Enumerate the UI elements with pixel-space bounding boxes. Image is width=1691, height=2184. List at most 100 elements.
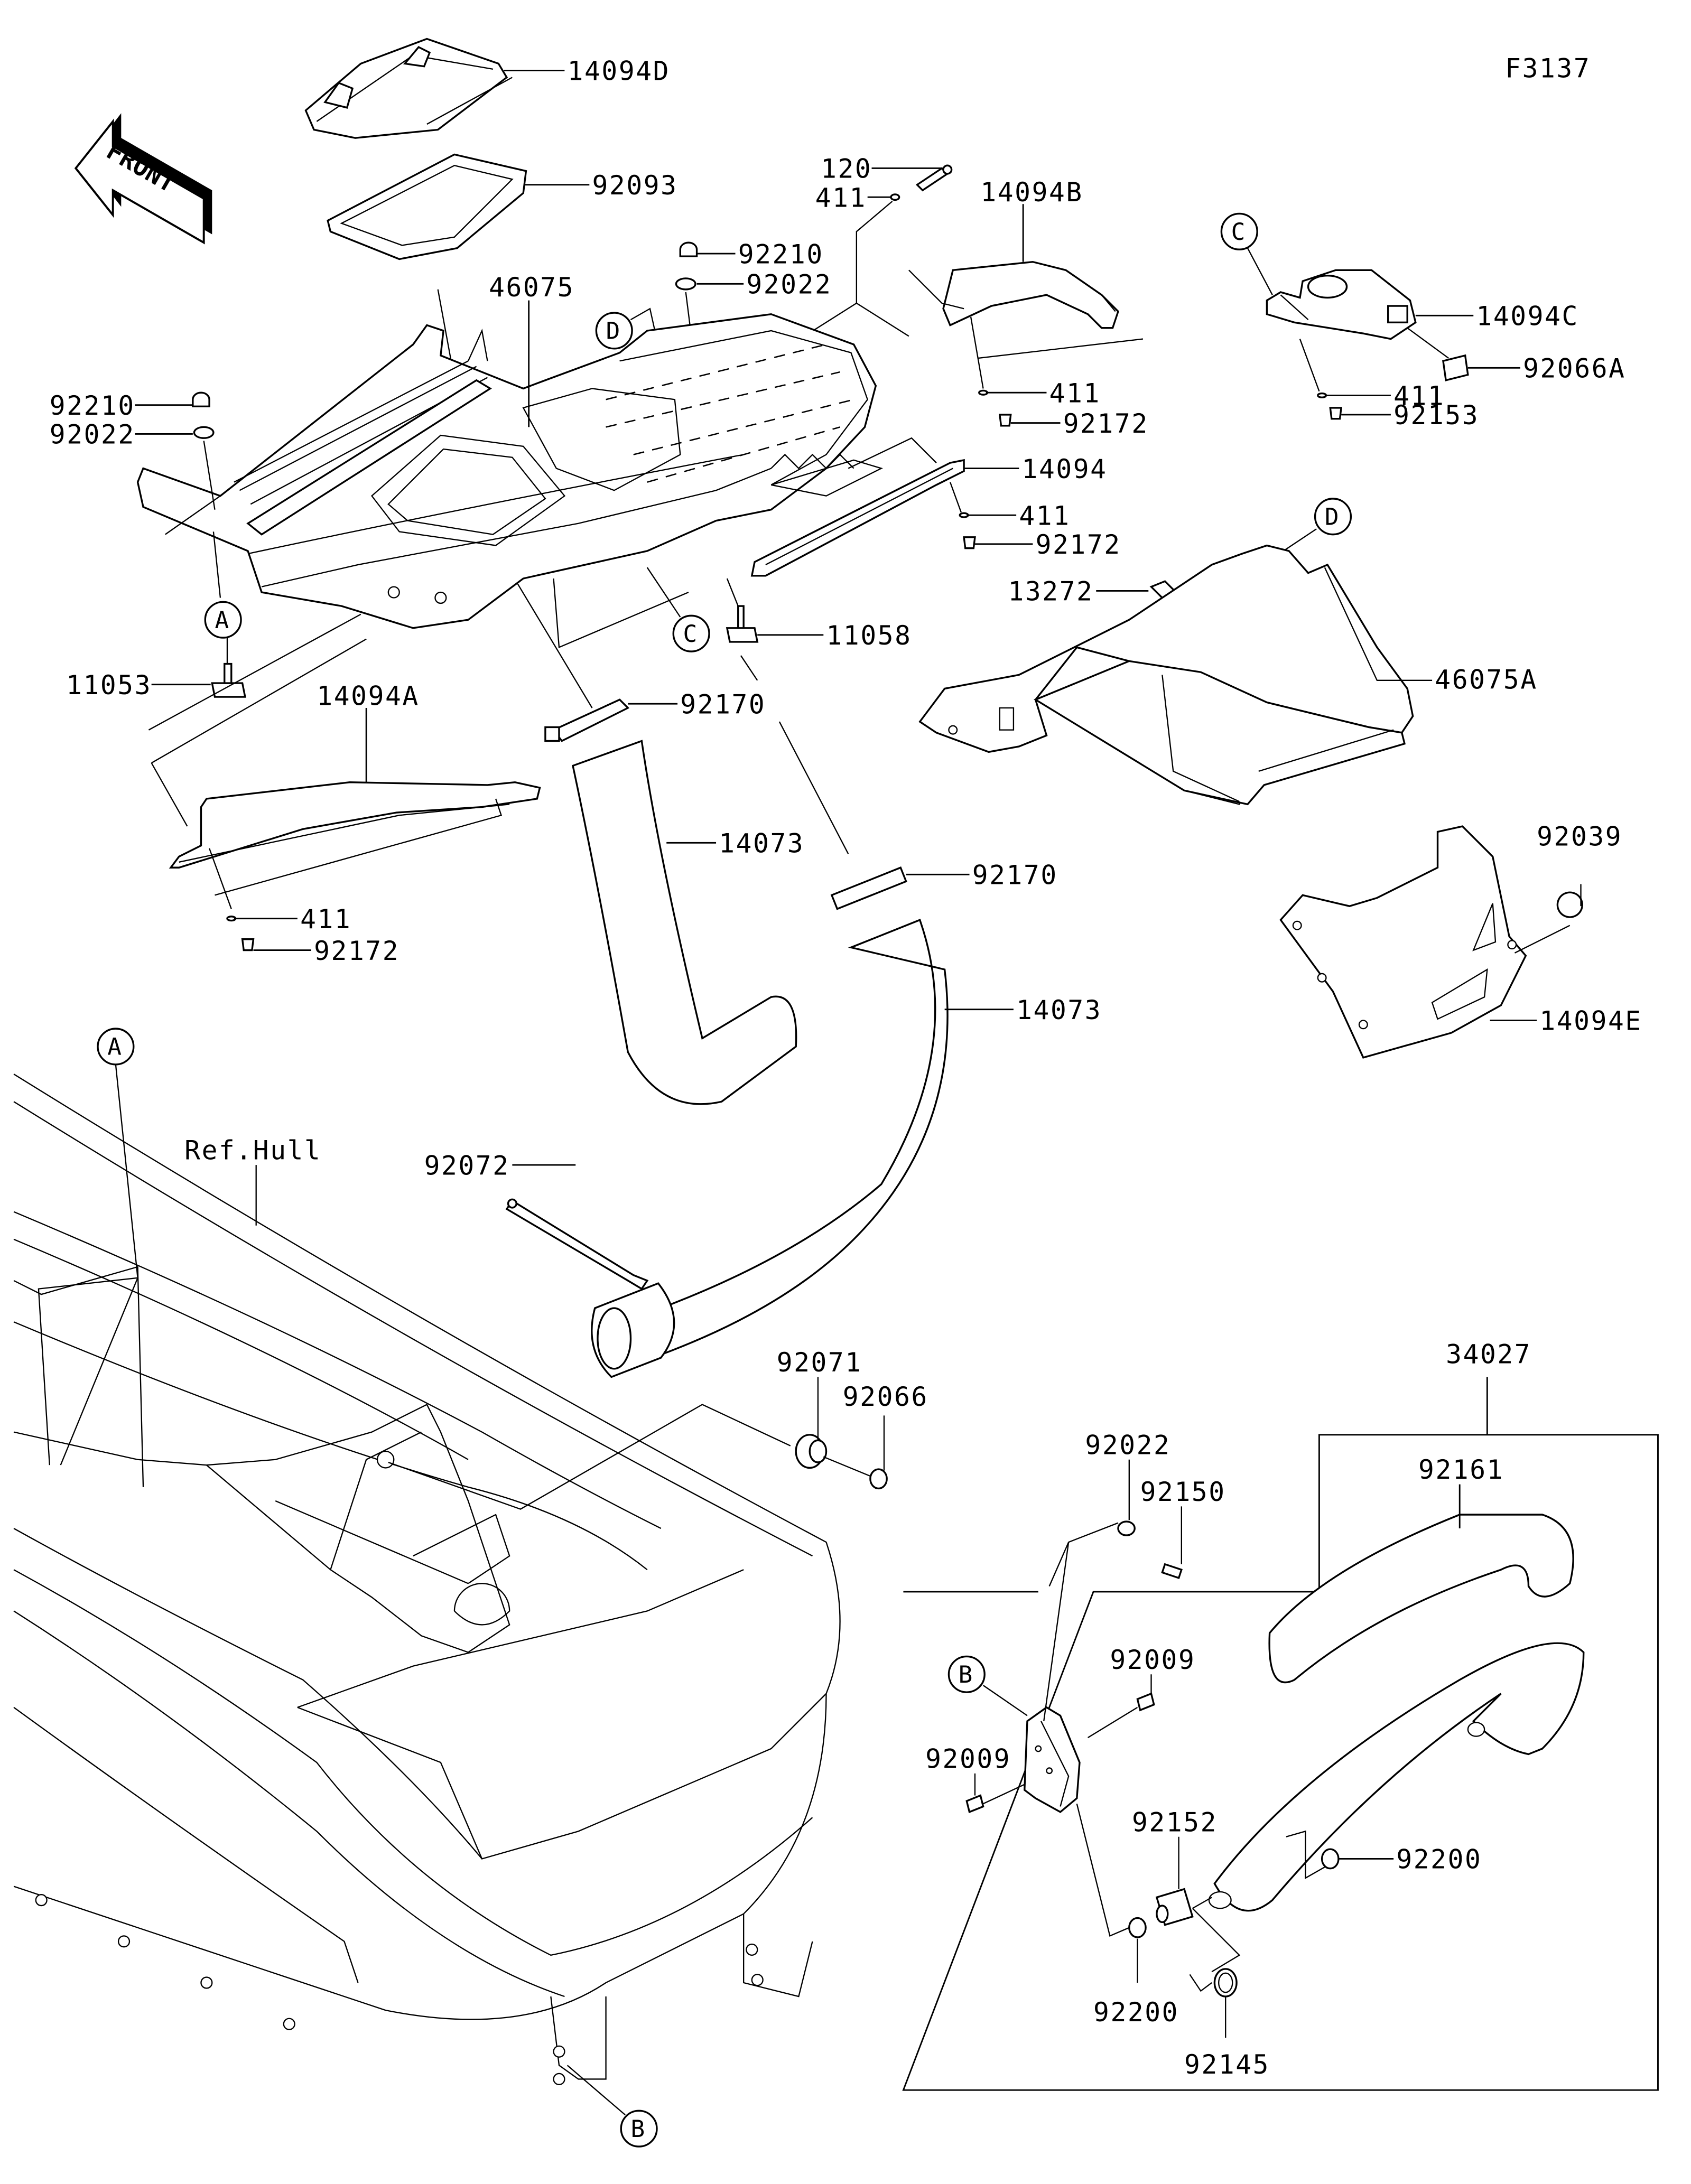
figure-code: F3137 [1505,53,1591,83]
callout-c-label: C [683,621,698,648]
callout-d-label: D [606,318,620,345]
part-label-92172-b: 92172 [1063,408,1149,439]
part-14094-trim-strip[interactable] [750,459,965,577]
part-14094B-cover[interactable] [942,260,1119,329]
part-92009-screw[interactable] [1136,1692,1155,1712]
callout-marker-d [1314,498,1352,536]
part-92093-frame[interactable] [327,153,527,260]
part-92210-nut[interactable] [192,391,210,407]
part-11058-clip-nut[interactable] [726,605,759,643]
callout-marker-b [620,2110,658,2148]
part-11053-clip-nut[interactable] [211,662,246,698]
part-14073-hose-upper[interactable] [572,740,797,1105]
part-92200-washer[interactable] [1321,1848,1340,1870]
part-92172-screw[interactable] [998,414,1012,427]
part-label-92039: 92039 [1537,822,1622,852]
part-label-411-a: 411 [300,904,351,935]
part-label-13272: 13272 [1008,576,1093,607]
part-14094E-cover[interactable] [1279,825,1527,1059]
part-bracket-b[interactable] [1024,1706,1081,1813]
callout-a-label-lower: A [107,1034,122,1061]
part-label-11053: 11053 [66,670,152,701]
part-label-411-14094: 411 [1019,500,1070,531]
part-92170-clamp[interactable] [544,698,630,742]
part-label-92145: 92145 [1184,2049,1270,2080]
part-label-14094A: 14094A [317,681,419,712]
callout-a-label: A [215,607,229,634]
part-label-46075: 46075 [489,272,574,303]
part-92172-screw[interactable] [241,938,255,951]
callout-d-label-right: D [1325,503,1339,530]
part-label-92093: 92093 [592,170,678,201]
part-92039-plug[interactable] [1556,891,1583,918]
part-label-92009-l: 92009 [925,1743,1011,1774]
part-label-34027: 34027 [1446,1339,1531,1369]
part-label-92161: 92161 [1418,1454,1504,1485]
part-14094A-cover[interactable] [169,781,541,869]
part-92066-cap[interactable] [869,1468,888,1490]
part-14073-hose-lower[interactable] [591,919,949,1378]
part-92200-washer[interactable] [1128,1917,1147,1938]
part-92210-nut[interactable] [679,241,698,257]
part-92170-clamp[interactable] [830,866,907,910]
part-label-92066: 92066 [843,1382,928,1412]
front-direction-arrow-icon: FRONT [74,113,212,245]
part-14094D-lid[interactable] [304,38,513,139]
part-label-92072: 92072 [424,1150,510,1181]
part-label-120: 120 [821,154,872,184]
part-label-14094: 14094 [1022,454,1108,484]
part-label-92172-a: 92172 [314,936,399,966]
part-92161-grab-handle[interactable] [1208,1514,1585,1912]
part-label-92022-left: 92022 [50,419,135,450]
part-label-92152: 92152 [1132,1807,1218,1837]
part-46075A-front-cover[interactable] [918,544,1414,806]
part-label-92153: 92153 [1393,400,1479,431]
part-92009-screw[interactable] [965,1794,984,1814]
part-92022-washer[interactable] [675,277,696,291]
part-label-46075A: 46075A [1435,664,1537,695]
part-label-411-c: 411 [1393,381,1445,412]
part-92071-grommet[interactable] [795,1434,828,1469]
part-92153-screw[interactable] [1329,407,1343,420]
part-label-11058: 11058 [826,620,912,651]
callout-b-label-box: B [959,1662,973,1688]
part-92022-washer[interactable] [193,426,215,439]
part-label-92210-top: 92210 [738,239,824,269]
callout-marker-b [947,1655,986,1693]
part-92066A-cap[interactable] [1442,354,1469,381]
callout-marker-c [1220,212,1258,250]
part-92022-washer[interactable] [1117,1520,1136,1536]
part-label-92170-b: 92170 [972,860,1058,891]
part-92172-screw[interactable] [963,536,976,549]
callout-marker-a [204,601,242,639]
part-label-14073-a: 14073 [719,828,804,859]
part-46075-deck[interactable] [136,313,883,629]
part-120-bolt[interactable] [915,164,953,192]
part-411-clip[interactable] [890,193,900,201]
callout-b-label-lower: B [630,2116,645,2143]
part-label-92210-left: 92210 [50,390,135,421]
callout-marker-c [672,614,710,652]
part-label-92172-14094: 92172 [1036,529,1121,560]
part-label-92009-r: 92009 [1110,1645,1195,1675]
part-label-92022-top: 92022 [746,269,832,300]
part-label-92170-a: 92170 [680,689,766,720]
part-92152-pin[interactable] [1155,1888,1194,1926]
part-label-411-b: 411 [1049,378,1101,408]
part-label-411-top: 411 [815,182,867,213]
part-label-14094E: 14094E [1539,1006,1642,1037]
callout-c-label-right: C [1231,219,1246,246]
part-label-92071: 92071 [777,1347,862,1378]
part-label-92200-r: 92200 [1396,1844,1482,1875]
ref-hull-label: Ref.Hull [184,1135,321,1166]
part-label-92066A: 92066A [1523,353,1625,384]
part-label-14073-b: 14073 [1016,995,1102,1025]
part-92150-screw[interactable] [1161,1563,1183,1580]
part-92145-spring[interactable] [1189,1968,1238,1998]
part-14094C-bracket[interactable] [1266,269,1417,340]
part-92072-cable-tie[interactable] [505,1198,649,1290]
part-label-14094D: 14094D [568,56,670,87]
part-label-14094B: 14094B [980,177,1083,208]
part-label-92200-b: 92200 [1093,1997,1179,2028]
